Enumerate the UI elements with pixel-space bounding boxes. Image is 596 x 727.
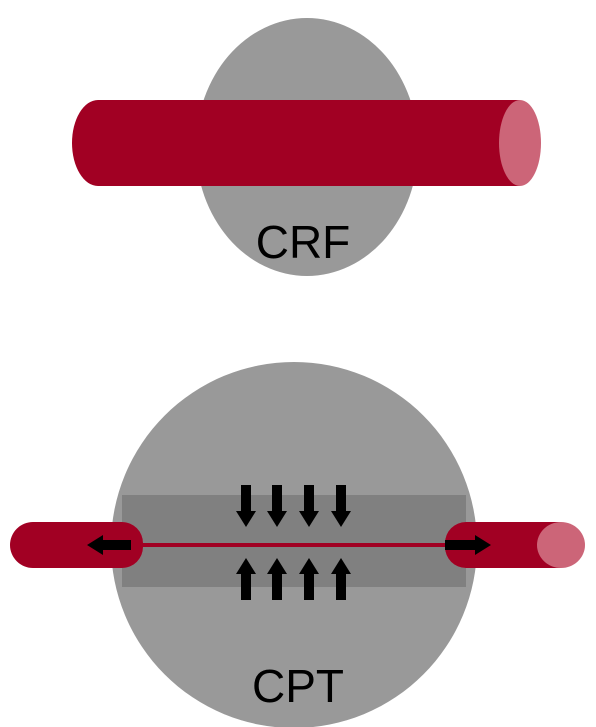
cpt-tube-body xyxy=(10,522,561,568)
left-arrow-icon xyxy=(87,535,131,555)
up-arrow-icon xyxy=(299,558,319,600)
up-arrow-icon xyxy=(236,558,256,600)
crf-label: CRF xyxy=(256,216,351,268)
cpt-tube-end xyxy=(537,522,585,568)
down-arrow-icon xyxy=(236,485,256,527)
crf-tube-body xyxy=(72,100,520,186)
crf-panel: CRF xyxy=(72,18,541,276)
down-arrow-icon xyxy=(267,485,287,527)
up-arrow-icon xyxy=(331,558,351,600)
up-arrow-icon xyxy=(267,558,287,600)
cpt-lower-compressed-band xyxy=(122,547,466,587)
cpt-label: CPT xyxy=(252,660,344,712)
cpt-upper-compressed-band xyxy=(122,495,466,543)
down-arrow-icon xyxy=(331,485,351,527)
cpt-panel: CPT xyxy=(10,362,585,727)
down-arrow-icon xyxy=(299,485,319,527)
cpt-down-arrows xyxy=(236,485,351,527)
right-arrow-icon xyxy=(445,535,491,555)
crf-tube-end xyxy=(499,100,541,186)
cpt-up-arrows xyxy=(236,558,351,600)
